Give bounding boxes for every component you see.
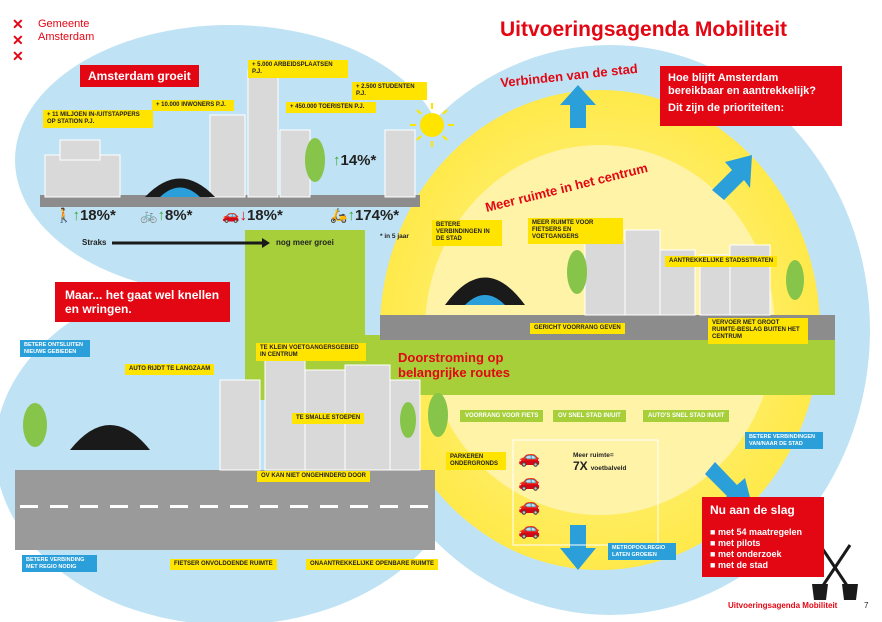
arrow-downright-icon (705, 462, 752, 505)
parking-cars: 🚗 🚗 🚗 🚗 (518, 445, 540, 541)
list-item: ■ met pilots (710, 538, 761, 548)
brand-line1: Gemeente (38, 18, 90, 30)
stat-boat: ↑14%* (333, 152, 377, 169)
maar-heading: Maar... het gaat wel knellen en wringen. (55, 282, 230, 322)
parking-sub: voetbalveld (590, 465, 627, 472)
arrow-upright-icon (712, 155, 752, 200)
label-ov-snel: OV snel stad in/uit (553, 410, 626, 422)
label-vervoer-ruimtebeslag: Vervoer met groot ruimte-beslag buiten h… (708, 318, 808, 344)
label-voorrang-fiets: Voorrang voor fiets (460, 410, 544, 422)
parking-text: Meer ruimte= (573, 452, 614, 459)
page-number: 7 (864, 601, 869, 610)
stat-car: 🚗↓18%* (222, 207, 283, 224)
label-betere-verbinding-regio: Betere verbinding met regio nodig (22, 555, 97, 573)
logo-crosses-icon: ✕✕✕ (12, 16, 24, 64)
footer-title: Uitvoeringsagenda Mobiliteit (728, 601, 838, 610)
label-voetgangersgebied: Te klein voetgangersgebied in centrum (256, 343, 366, 362)
parking-big: 7X (573, 459, 588, 473)
label-arbeidsplaatsen: + 5.000 arbeidsplaatsen p.j. (248, 60, 348, 79)
label-gericht-voorrang: Gericht voorrang geven (530, 323, 625, 335)
car-icon: 🚗 (518, 447, 541, 467)
arrow-down-icon (560, 525, 596, 570)
car-icon: 🚗 (222, 207, 240, 223)
priorities-box: Hoe blijft Amsterdam bereikbaar en aantr… (660, 66, 842, 126)
label-in-uitstappers: + 11 miljoen in-/uitstappers op station … (43, 110, 153, 129)
label-ov-ongehinderd: OV kan niet ongehinderd door (257, 471, 371, 483)
actie-heading: Nu aan de slag (710, 503, 795, 517)
priorities-question: Hoe blijft Amsterdam bereikbaar en aantr… (668, 72, 816, 97)
stat-bicycle: 🚲↑8%* (140, 207, 193, 224)
label-fietser-ruimte: Fietser onvoldoende ruimte (170, 559, 277, 571)
list-item: ■ met 54 maatregelen (710, 527, 802, 537)
label-auto-langzaam: Auto rijdt te langzaam (125, 364, 215, 376)
label-toeristen: + 450.000 toeristen p.j. (286, 102, 376, 114)
car-icon: 🚗 (518, 471, 541, 491)
more-growth-label: nog meer groei (276, 238, 334, 247)
label-parkeren-ondergronds: Parkeren ondergronds (446, 452, 506, 471)
groei-heading: Amsterdam groeit (80, 65, 199, 87)
growth-stats: 🚶↑18%* 🚲↑8%* 🚗↓18%* 🛵↑174%* (40, 203, 420, 233)
label-meer-ruimte-fietsers: Meer ruimte voor fietsers en voetgangers (528, 218, 623, 244)
straks-label: Straks (82, 238, 107, 247)
label-verbindingen-vannaar: Betere verbindingen van/naar de stad (745, 432, 823, 450)
arrow-up-icon (560, 85, 596, 128)
pedestrian-icon: 🚶 (55, 207, 73, 223)
doorstroming-heading: Doorstroming op belangrijke routes (398, 350, 510, 380)
stat-scooter: 🛵↑174%* (330, 207, 400, 224)
actie-list: ■ met 54 maatregelen ■ met pilots ■ met … (710, 527, 816, 570)
brand-line2: Amsterdam (38, 31, 95, 43)
car-icon: 🚗 (518, 519, 541, 539)
list-item: ■ met de stad (710, 560, 768, 570)
scooter-icon: 🛵 (330, 207, 348, 223)
priorities-sub: Dit zijn de prioriteiten: (668, 102, 785, 114)
parking-panel: Meer ruimte= 7X voetbalveld (573, 452, 653, 473)
label-inwoners: + 10.000 inwoners p.j. (152, 100, 234, 112)
label-metropoolregio: Metropoolregio laten groeien (608, 543, 676, 561)
label-smalle-stoepen: Te smalle stoepen (292, 413, 365, 425)
footnote: * in 5 jaar (380, 233, 409, 240)
label-studenten: + 2.500 studenten p.j. (352, 82, 427, 101)
actie-box: Nu aan de slag ■ met 54 maatregelen ■ me… (702, 497, 824, 577)
shovel-icon (818, 544, 852, 591)
label-betere-ontsluiten: Betere ontsluiten nieuwe gebieden (20, 340, 90, 358)
bicycle-icon: 🚲 (140, 207, 158, 223)
car-icon: 🚗 (518, 495, 541, 515)
label-betere-verbindingen: Betere verbindingen in de stad (432, 220, 502, 246)
stat-pedestrian: 🚶↑18%* (55, 207, 116, 224)
label-autos-snel: Auto's snel stad in/uit (643, 410, 730, 422)
label-openbare-ruimte: Onaantrekkelijke openbare ruimte (306, 559, 439, 571)
page-title: Uitvoeringsagenda Mobiliteit (500, 18, 788, 41)
label-stadsstraten: Aantrekkelijke stadsstraten (665, 256, 778, 268)
list-item: ■ met onderzoek (710, 549, 782, 559)
